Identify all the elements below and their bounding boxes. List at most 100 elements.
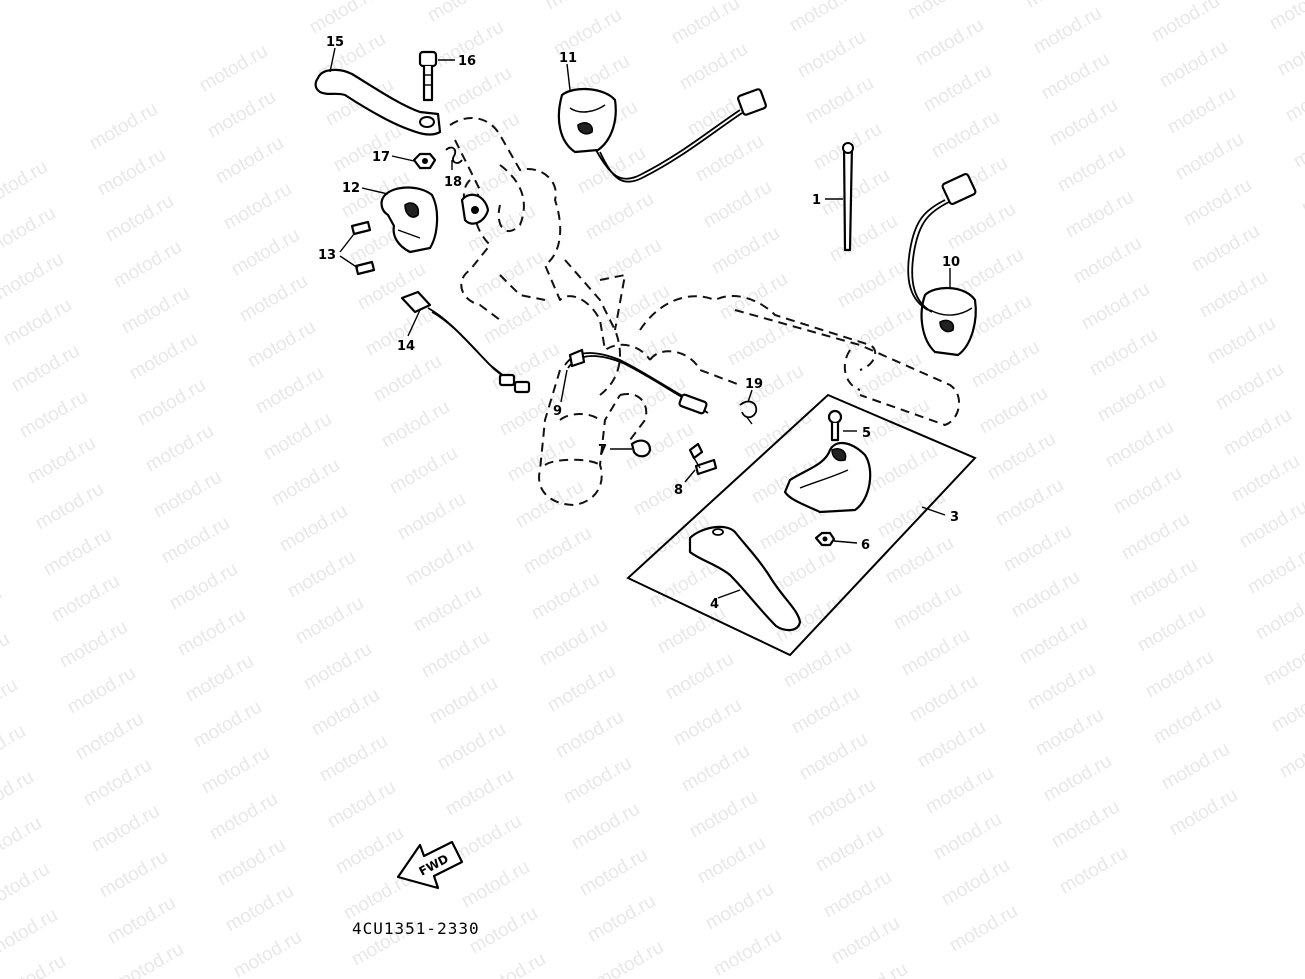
watermark-text: motod.ru bbox=[678, 741, 753, 797]
leader-lines bbox=[329, 47, 951, 599]
watermark-text: motod.ru bbox=[276, 501, 351, 557]
harness-wire bbox=[564, 348, 709, 415]
watermark-text: motod.ru bbox=[1260, 635, 1305, 691]
callout-12: 12 bbox=[342, 181, 360, 196]
watermark-text: motod.ru bbox=[946, 901, 1021, 957]
watermark-text: motod.ru bbox=[440, 63, 515, 119]
watermark-text: motod.ru bbox=[724, 315, 799, 371]
watermark-text: motod.ru bbox=[1016, 613, 1091, 669]
callout-11: 11 bbox=[559, 51, 577, 66]
watermark-text: motod.ru bbox=[306, 0, 381, 38]
watermark-text: motod.ru bbox=[174, 605, 249, 661]
watermark-text: motod.ru bbox=[804, 775, 879, 831]
watermark-text: motod.ru bbox=[1252, 589, 1305, 645]
watermark-text: motod.ru bbox=[818, 165, 893, 221]
watermark-text: motod.ru bbox=[472, 247, 547, 303]
watermark-text: motod.ru bbox=[710, 925, 785, 979]
callout-7: 7 bbox=[598, 443, 607, 458]
watermark-text: motod.ru bbox=[812, 821, 887, 877]
watermark-text: motod.ru bbox=[158, 513, 233, 569]
watermark-text: motod.ru bbox=[64, 663, 139, 719]
watermark-text: motod.ru bbox=[142, 421, 217, 477]
watermark-text: motod.ru bbox=[134, 375, 209, 431]
watermark-text: motod.ru bbox=[1212, 359, 1287, 415]
watermark-text: motod.ru bbox=[1102, 417, 1177, 473]
watermark-text: motod.ru bbox=[936, 153, 1011, 209]
watermark-text: motod.ru bbox=[1142, 647, 1217, 703]
watermark-text: motod.ru bbox=[584, 891, 659, 947]
rubber-cap bbox=[630, 439, 652, 458]
watermark-text: motod.ru bbox=[552, 707, 627, 763]
switch-assembly-upper bbox=[557, 87, 767, 183]
watermark-text: motod.ru bbox=[166, 559, 241, 615]
watermark-text: motod.ru bbox=[212, 133, 287, 189]
watermark-text: motod.ru bbox=[1150, 693, 1225, 749]
watermark-text: motod.ru bbox=[834, 257, 909, 313]
brake-lever bbox=[688, 525, 802, 632]
watermark-text: motod.ru bbox=[1056, 843, 1131, 899]
callout-13: 13 bbox=[318, 248, 336, 263]
watermark-text: motod.ru bbox=[882, 533, 957, 589]
callout-1: 1 bbox=[812, 193, 821, 208]
watermark-text: motod.ru bbox=[96, 847, 171, 903]
watermark-text: motod.ru bbox=[1244, 543, 1305, 599]
watermark-text: motod.ru bbox=[692, 131, 767, 187]
watermark-text: motod.ru bbox=[118, 283, 193, 339]
watermark-text: motod.ru bbox=[788, 683, 863, 739]
watermark-text: motod.ru bbox=[110, 237, 185, 293]
watermark-text: motod.ru bbox=[740, 407, 815, 463]
watermark-text: motod.ru bbox=[802, 73, 877, 129]
lever-nut bbox=[412, 152, 437, 170]
watermark-text: motod.ru bbox=[40, 525, 115, 581]
watermark-text: motod.ru bbox=[206, 789, 281, 845]
watermark-text: motod.ru bbox=[24, 433, 99, 489]
holder-nut bbox=[814, 531, 836, 547]
watermark-text: motod.ru bbox=[794, 27, 869, 83]
watermark-text: motod.ru bbox=[402, 535, 477, 591]
watermark-text: motod.ru bbox=[0, 813, 45, 869]
switch-housing-left bbox=[380, 186, 439, 254]
watermark-text: motod.ru bbox=[1158, 739, 1233, 795]
callout-17: 17 bbox=[372, 150, 390, 165]
watermark-text: motod.ru bbox=[592, 937, 667, 979]
watermark-text: motod.ru bbox=[222, 881, 297, 937]
watermark-text: motod.ru bbox=[80, 755, 155, 811]
watermark-text: motod.ru bbox=[662, 649, 737, 705]
watermark-text: motod.ru bbox=[228, 225, 303, 281]
watermark-text: motod.ru bbox=[920, 61, 995, 117]
watermark-text: motod.ru bbox=[204, 87, 279, 143]
watermark-text: motod.ru bbox=[230, 927, 305, 979]
watermark-text: motod.ru bbox=[292, 593, 367, 649]
watermark-text: motod.ru bbox=[1070, 233, 1145, 289]
watermark-text: motod.ru bbox=[670, 695, 745, 751]
watermark-text: motod.ru bbox=[1040, 751, 1115, 807]
watermark-text: motod.ru bbox=[220, 179, 295, 235]
watermark-text: motod.ru bbox=[86, 99, 161, 155]
watermark-text: motod.ru bbox=[1054, 141, 1129, 197]
watermark-text: motod.ru bbox=[598, 281, 673, 337]
watermark-text: motod.ru bbox=[332, 823, 407, 879]
watermark-text: motod.ru bbox=[112, 939, 187, 979]
watermark-text: motod.ru bbox=[16, 387, 91, 443]
watermark-text: motod.ru bbox=[528, 569, 603, 625]
watermark-text: motod.ru bbox=[984, 429, 1059, 485]
callout-8: 8 bbox=[674, 483, 683, 498]
watermark-text: motod.ru bbox=[1086, 325, 1161, 381]
watermark-text: motod.ru bbox=[88, 801, 163, 857]
watermark-text: motod.ru bbox=[1228, 451, 1303, 507]
callout-19: 19 bbox=[745, 377, 763, 392]
clutch-lever bbox=[314, 68, 442, 136]
watermark-text: motod.ru bbox=[104, 893, 179, 949]
watermark-text: motod.ru bbox=[268, 455, 343, 511]
watermark-text: motod.ru bbox=[1180, 175, 1255, 231]
watermark-text: motod.ru bbox=[928, 107, 1003, 163]
watermark-text: motod.ru bbox=[182, 651, 257, 707]
watermark-text: motod.ru bbox=[520, 523, 595, 579]
watermark-text: motod.ru bbox=[590, 235, 665, 291]
watermark-text: motod.ru bbox=[284, 547, 359, 603]
callout-5: 5 bbox=[862, 426, 871, 441]
watermark-text: motod.ru bbox=[708, 223, 783, 279]
watermark-text: motod.ru bbox=[820, 867, 895, 923]
watermark-text: motod.ru bbox=[930, 809, 1005, 865]
